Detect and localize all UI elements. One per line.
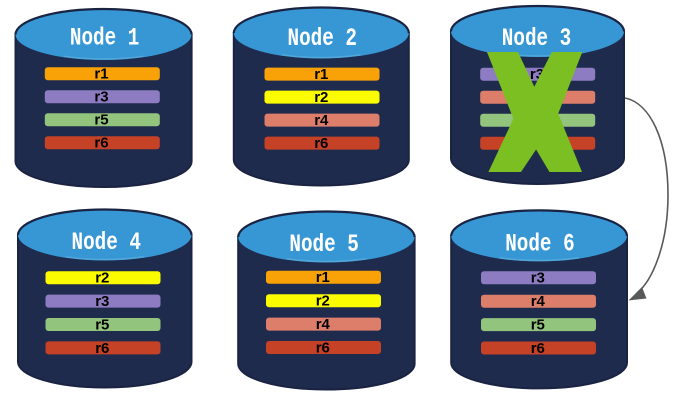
svg-text:r6: r6 [95,340,109,357]
svg-text:r5: r5 [531,317,545,334]
svg-text:r4: r4 [316,316,331,333]
svg-text:r3: r3 [95,293,109,310]
svg-text:r5: r5 [94,112,108,129]
svg-text:r3: r3 [94,89,108,106]
svg-text:r6: r6 [531,340,545,357]
svg-text:Node 3: Node 3 [502,24,571,53]
svg-text:r1: r1 [316,269,330,286]
svg-text:r4: r4 [314,112,329,129]
svg-text:r5: r5 [95,316,109,333]
svg-text:r1: r1 [94,66,108,83]
svg-text:Node 1: Node 1 [70,23,139,52]
svg-text:r6: r6 [94,135,108,152]
svg-text:r2: r2 [316,293,330,310]
svg-text:Node 4: Node 4 [71,228,140,257]
svg-text:Node 5: Node 5 [289,230,358,259]
svg-text:r4: r4 [531,293,546,310]
svg-text:r1: r1 [314,66,328,83]
svg-text:Node 2: Node 2 [288,24,357,53]
svg-text:r6: r6 [316,339,330,356]
svg-text:r2: r2 [95,270,109,287]
svg-text:r2: r2 [314,89,328,106]
svg-text:r6: r6 [314,135,328,152]
svg-text:r3: r3 [531,270,545,287]
svg-text:Node 6: Node 6 [505,229,574,258]
